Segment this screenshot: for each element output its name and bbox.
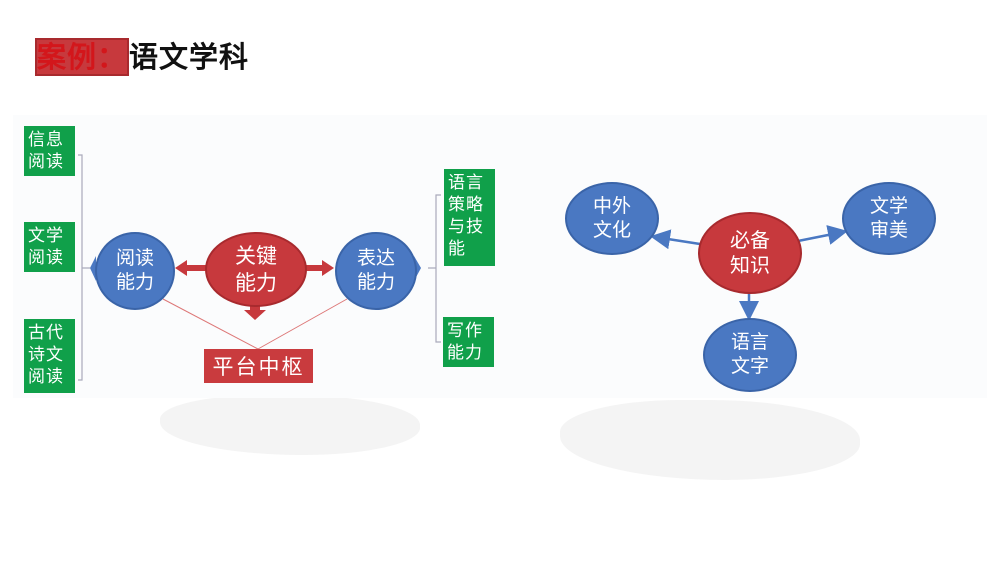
background-map (160, 395, 420, 455)
node-reading: 阅读能力 (95, 232, 175, 310)
page-title: 案例：语文学科 (35, 34, 249, 76)
left-arrowhead (90, 256, 96, 281)
node-essential-knowledge: 必备知识 (698, 212, 802, 294)
left-bracket (78, 154, 90, 381)
arrow-to-aesthetics (797, 225, 848, 245)
node-expression: 表达能力 (335, 232, 417, 310)
hub-line-right (257, 298, 348, 350)
background-map (560, 400, 860, 480)
hub-line-left (162, 298, 259, 350)
title-subject: 语文学科 (129, 40, 250, 74)
node-culture: 中外文化 (565, 182, 659, 255)
title-prefix: 案例： (35, 38, 130, 76)
box-info-reading: 信息阅读 (24, 126, 75, 176)
arrow-to-culture (650, 229, 701, 250)
box-literary-reading: 文学阅读 (24, 222, 75, 272)
box-classical-reading: 古代诗文阅读 (24, 319, 75, 393)
hub-box: 平台中枢 (204, 349, 313, 383)
down-arrow (244, 300, 266, 320)
diagram-image (13, 115, 987, 398)
right-bracket (428, 194, 441, 343)
box-language-strategy: 语言策略与技能 (444, 169, 495, 266)
node-key-ability: 关键能力 (205, 232, 307, 307)
node-language: 语言文字 (703, 318, 797, 392)
node-aesthetics: 文学审美 (842, 182, 936, 255)
box-writing: 写作能力 (443, 317, 494, 367)
